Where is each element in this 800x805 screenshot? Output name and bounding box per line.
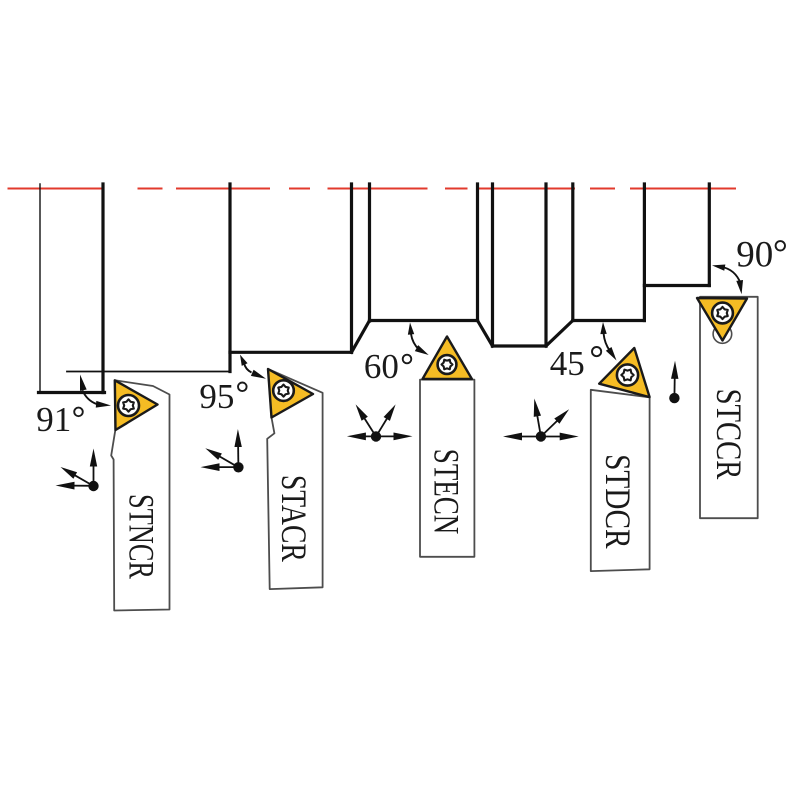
svg-text:60: 60 [364,347,399,386]
svg-text:STCCR: STCCR [709,389,749,480]
svg-text:STDCR: STDCR [598,454,638,548]
svg-text:STNCR: STNCR [122,494,162,579]
svg-text:STACR: STACR [274,475,314,562]
svg-text:90: 90 [736,235,773,276]
svg-text:91: 91 [36,400,71,439]
svg-text:95: 95 [199,377,234,416]
svg-text:STECN: STECN [427,449,467,535]
svg-text:45: 45 [550,344,585,383]
